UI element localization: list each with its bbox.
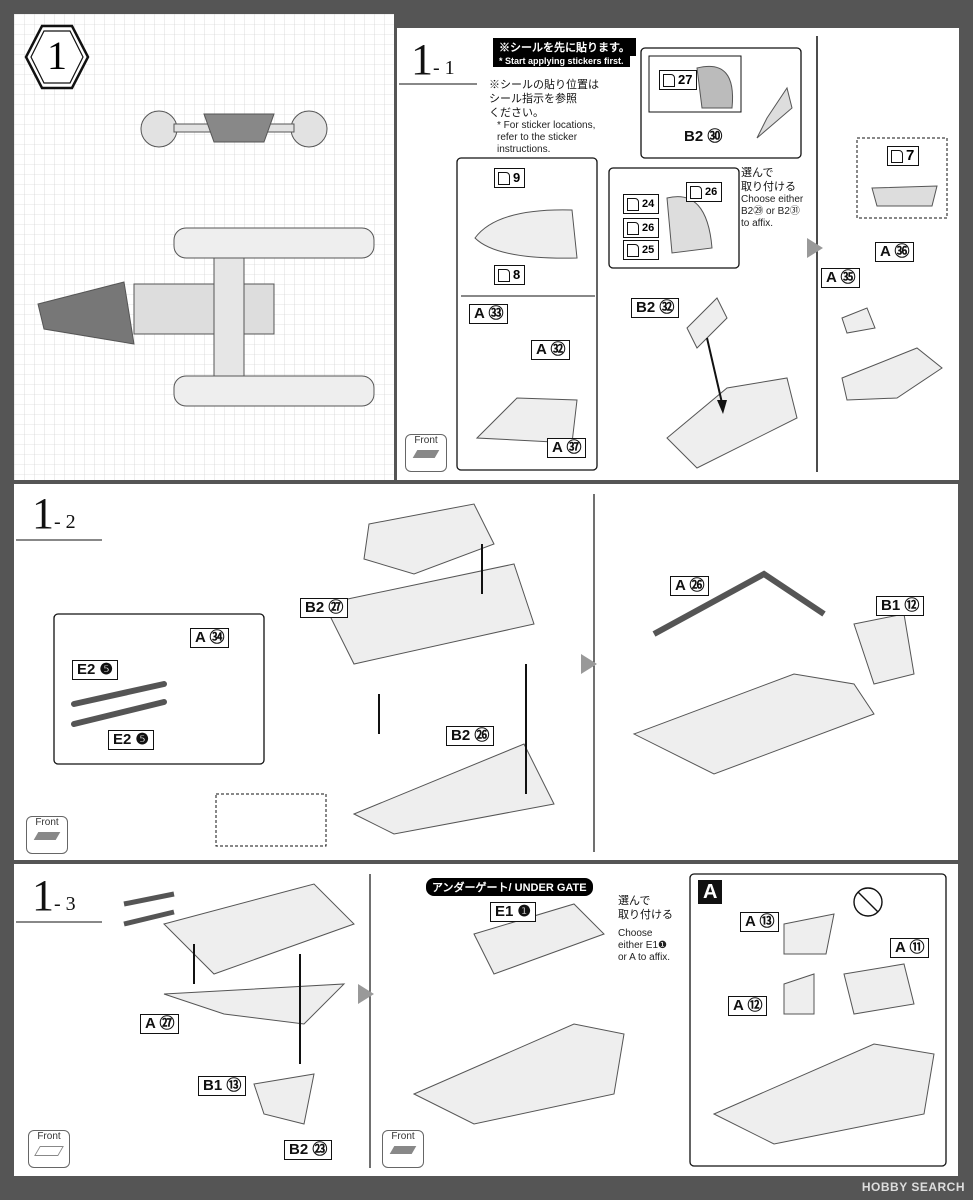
step-title-main: 1 — [32, 489, 54, 538]
sticker-25: 25 — [623, 240, 660, 260]
sticker-note-en: * For sticker locations, refer to the st… — [497, 120, 596, 155]
sticker-8: 8 — [494, 265, 526, 285]
sticker-first-badge-en: * Start applying stickers first. — [493, 55, 630, 67]
front-label: Front — [37, 1131, 61, 1142]
part-a33: A ㉝ — [469, 304, 509, 324]
part-b2-30: B2 ㉚ — [680, 128, 727, 146]
part-a12: A ⑫ — [728, 996, 768, 1016]
step-1-3-panel: 1- 3 A ㉗ B1 ⑬ B2 ㉓ アンダーゲート/ UNDER GATE E… — [14, 864, 958, 1176]
sticker-27: 27 — [659, 70, 698, 90]
step-1-2-title: 1- 2 — [32, 488, 76, 539]
grid-background — [14, 14, 394, 480]
choose-jp-1: 選んで 取り付ける — [741, 167, 796, 193]
sticker-7: 7 — [887, 146, 920, 166]
front-indicator-a: Front — [28, 1130, 70, 1168]
part-a13: A ⑬ — [740, 912, 780, 932]
part-a37: A ㊲ — [547, 438, 587, 458]
step-title-sub: - 1 — [433, 57, 455, 79]
ship-top-view — [140, 110, 328, 148]
front-indicator: Front — [405, 434, 447, 472]
part-e2-5-b: E2 ❺ — [108, 730, 154, 750]
front-arrow-icon — [33, 832, 61, 840]
step-number: 1 — [47, 33, 67, 78]
part-a26: A ㉖ — [670, 576, 710, 596]
choose-jp-2: 選んで 取り付ける — [618, 895, 673, 921]
part-a27: A ㉗ — [140, 1014, 180, 1034]
part-e1-1: E1 ❶ — [490, 902, 536, 922]
part-e2-5-a: E2 ❺ — [72, 660, 118, 680]
option-a-box-label: A — [698, 880, 723, 904]
part-b2-27: B2 ㉗ — [300, 598, 349, 618]
step-1-1-title: 1- 1 — [411, 34, 455, 85]
step-1-3-title: 1- 3 — [32, 870, 76, 921]
part-a11: A ⑪ — [890, 938, 930, 958]
step-title-main: 1 — [32, 871, 54, 920]
sticker-24: 24 — [623, 194, 660, 214]
watermark: HOBBY SEARCH — [861, 1180, 965, 1194]
front-arrow-icon — [412, 450, 440, 458]
step-title-sub: - 2 — [54, 511, 76, 533]
step-1-2-art — [16, 494, 915, 852]
step-1-3-art — [16, 873, 947, 1168]
part-b1-12: B1 ⑫ — [876, 596, 925, 616]
part-b1-13: B1 ⑬ — [198, 1076, 247, 1096]
sticker-26-a: 26 — [686, 182, 723, 202]
sticker-note-jp: ※シールの貼り位置は シール指示を参照 ください。 — [489, 79, 599, 119]
part-b2-23: B2 ㉓ — [284, 1140, 333, 1160]
under-gate-badge: アンダーゲート/ UNDER GATE — [426, 878, 593, 896]
front-arrow-icon — [389, 1146, 417, 1154]
part-a32: A ㉜ — [531, 340, 571, 360]
step-1-2-panel: 1- 2 B2 ㉗ A ㉞ E2 ❺ E2 ❺ B2 ㉖ A ㉖ B1 ⑫ Fr… — [14, 484, 958, 860]
step-title-sub: - 3 — [54, 893, 76, 915]
front-label: Front — [35, 817, 59, 828]
part-a35: A ㉟ — [821, 268, 861, 288]
front-indicator-b: Front — [382, 1130, 424, 1168]
step-1-1-panel: 1- 1 ※シールを先に貼ります。 * Start applying stick… — [397, 28, 959, 480]
ship-side-view — [37, 227, 375, 407]
choose-en-1: Choose either B2㉙ or B2㉛ to affix. — [741, 194, 804, 229]
front-label: Front — [391, 1131, 415, 1142]
sticker-first-badge: ※シールを先に貼ります。 — [493, 38, 636, 56]
sticker-26-b: 26 — [623, 218, 660, 238]
part-b2-26: B2 ㉖ — [446, 726, 495, 746]
part-a34: A ㉞ — [190, 628, 230, 648]
sticker-9: 9 — [494, 168, 526, 188]
front-indicator: Front — [26, 816, 68, 854]
step-number-badge — [24, 24, 90, 90]
choose-en-2: Choose either E1❶ or A to affix. — [618, 928, 671, 963]
front-label: Front — [414, 435, 438, 446]
overview-panel: 1 — [14, 14, 394, 480]
step-1-1-art — [399, 36, 948, 472]
front-arrow-icon — [34, 1146, 64, 1156]
step-title-main: 1 — [411, 35, 433, 84]
part-b2-32: B2 ㉜ — [631, 298, 680, 318]
part-a36: A ㊱ — [875, 242, 915, 262]
